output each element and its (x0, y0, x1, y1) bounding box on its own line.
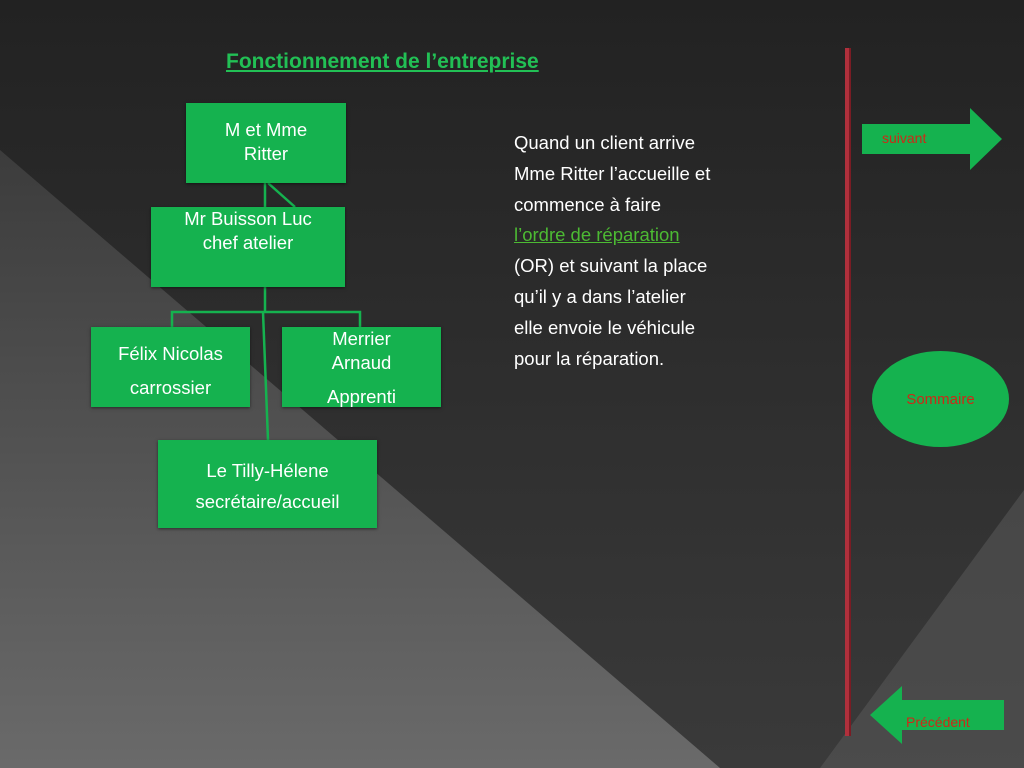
summary-label: Sommaire (906, 390, 975, 408)
owners-line1: M et Mme (224, 119, 308, 140)
paragraph-line-5: (OR) et suivant la place (514, 255, 708, 277)
arrow-right-icon (862, 108, 1002, 170)
org-box-bodyworker: Félix Nicolas carrossier (91, 327, 250, 407)
next-label: suivant (882, 130, 927, 146)
owners-line2: Ritter (243, 143, 289, 164)
previous-button[interactable]: Précédent (870, 686, 1004, 744)
arrow-left-icon (870, 686, 1004, 744)
paragraph-line-7: elle envoie le véhicule (514, 316, 696, 338)
summary-button[interactable]: Sommaire (872, 351, 1009, 447)
paragraph-line-3: commence à faire (514, 193, 662, 215)
description-paragraph: Quand un client arrive Mme Ritter l’accu… (514, 128, 774, 374)
next-button[interactable]: suivant (862, 108, 1002, 170)
chief-line2: chef atelier (202, 232, 294, 253)
slide-title: Fonctionnement de l’entreprise (226, 50, 539, 73)
previous-label: Précédent (906, 714, 970, 730)
secretary-line1: Le Tilly-Hélene (206, 460, 329, 481)
apprentice-line1: Merrier (332, 328, 391, 349)
vertical-divider (845, 48, 851, 736)
paragraph-line-2: Mme Ritter l’accueille et (514, 162, 711, 184)
paragraph-line-8: pour la réparation. (514, 347, 665, 369)
chief-line1: Mr Buisson Luc (184, 208, 312, 229)
paragraph-line-6: qu’il y a dans l’atelier (514, 285, 686, 307)
bodyworker-line2: carrossier (129, 377, 212, 398)
apprentice-line2: Arnaud (331, 352, 392, 373)
org-box-chief: Mr Buisson Luc chef atelier (151, 207, 345, 287)
org-box-secretary: Le Tilly-Hélene secrétaire/accueil (158, 440, 377, 528)
secretary-line2: secrétaire/accueil (195, 491, 340, 512)
paragraph-line-1: Quand un client arrive (514, 132, 695, 153)
org-box-apprentice: Merrier Arnaud Apprenti (282, 327, 441, 407)
apprentice-line3: Apprenti (327, 386, 396, 407)
repair-order-link[interactable]: l’ordre de réparation (514, 224, 680, 246)
org-box-owners: M et Mme Ritter (186, 103, 346, 183)
bodyworker-line1: Félix Nicolas (118, 343, 223, 364)
